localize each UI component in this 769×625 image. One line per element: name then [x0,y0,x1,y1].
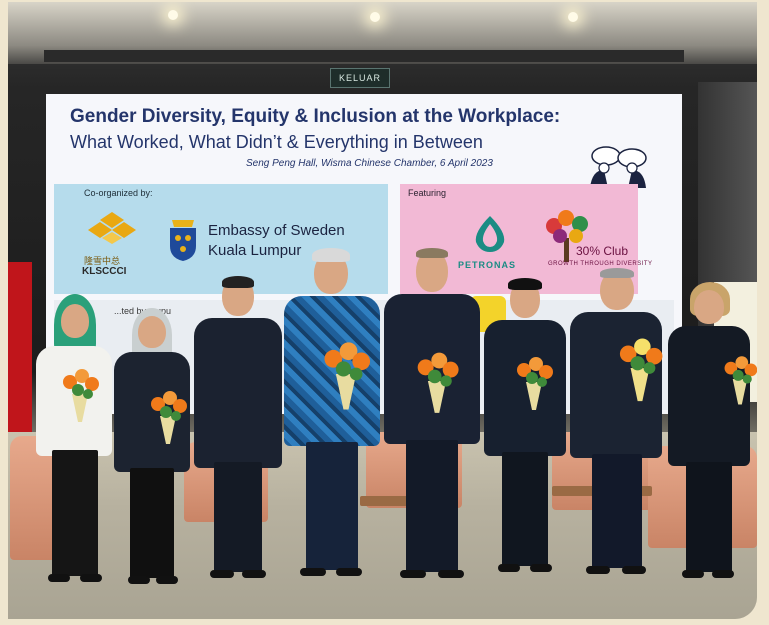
event-venue-date: Seng Peng Hall, Wisma Chinese Chamber, 6… [246,158,493,169]
flower-bouquet-icon [724,356,757,405]
person-1 [26,294,116,584]
klsccci-name: KLSCCCI [82,266,127,277]
featuring-label: Featuring [408,188,447,198]
shoe [156,576,178,584]
event-photo: KELUAR Gender Diversity, Equity & Inclus… [8,2,757,619]
event-title-line2: What Worked, What Didn’t & Everything in… [70,132,483,152]
ceiling-light [370,12,380,22]
blazer [668,326,750,466]
flower-bouquet-icon [517,357,553,410]
suit [194,318,282,468]
swedish-crest-icon [170,220,196,261]
lighting-truss [44,50,684,62]
face [61,304,89,338]
shoe [438,570,464,578]
suit [570,312,662,458]
legs [406,440,458,572]
shoe [210,570,234,578]
exit-sign: KELUAR [330,68,390,88]
shoe [300,568,326,576]
legs [592,454,642,568]
shoe [530,564,552,572]
co-organizer-panel: Co-organized by: 隆雪中总 KLSCCCI Embassy of [54,184,388,294]
person-3 [188,276,288,582]
shoe [128,576,150,584]
event-title-line1: Gender Diversity, Equity & Inclusion at … [70,106,561,127]
person-7 [564,268,668,578]
legs [130,468,174,578]
hair [222,276,254,288]
flower-bouquet-icon [417,352,459,413]
shoe [682,570,704,578]
face [138,316,166,348]
legs [306,442,358,570]
petronas-name: PETRONAS [458,260,517,270]
klsccci-chinese-name: 隆雪中总 [84,256,121,266]
flower-bouquet-icon [619,338,663,402]
shoe [48,574,70,582]
ceiling-light [568,12,578,22]
embassy-city: Kuala Lumpur [208,242,302,259]
shoe [498,564,520,572]
batik-shirt [284,296,380,446]
shoe [242,570,266,578]
shoe [336,568,362,576]
flower-bouquet-icon [324,342,371,410]
suit [484,320,566,456]
red-banner [8,262,32,432]
legs [214,462,262,572]
person-6 [480,278,570,576]
shoe [712,570,734,578]
co-organized-label: Co-organized by: [84,188,153,198]
person-4 [280,248,384,580]
hair [416,248,448,258]
coffee-table [360,496,444,506]
hair [508,278,542,290]
legs [686,462,732,572]
flower-bouquet-icon [151,391,187,444]
shoe [622,566,646,574]
legs [52,450,98,576]
30-percent-club-tagline: GROWTH THROUGH DIVERSITY [548,261,653,267]
person-8 [662,282,754,580]
klsccci-logo-icon [88,212,136,244]
speech-bubbles-illustration [590,146,647,188]
shoe [586,566,610,574]
person-2 [108,308,194,586]
embassy-name: Embassy of Sweden [208,222,345,239]
30-percent-club-tree-icon [546,210,588,262]
flower-bouquet-icon [63,369,99,422]
shoe [400,570,426,578]
hair [312,248,350,262]
petronas-logo-icon [475,216,505,252]
shoe [80,574,102,582]
30-percent-club-name: 30% Club [576,244,629,258]
ceiling-light [168,10,178,20]
legs [502,452,548,566]
hair [600,268,634,278]
face [694,290,724,324]
